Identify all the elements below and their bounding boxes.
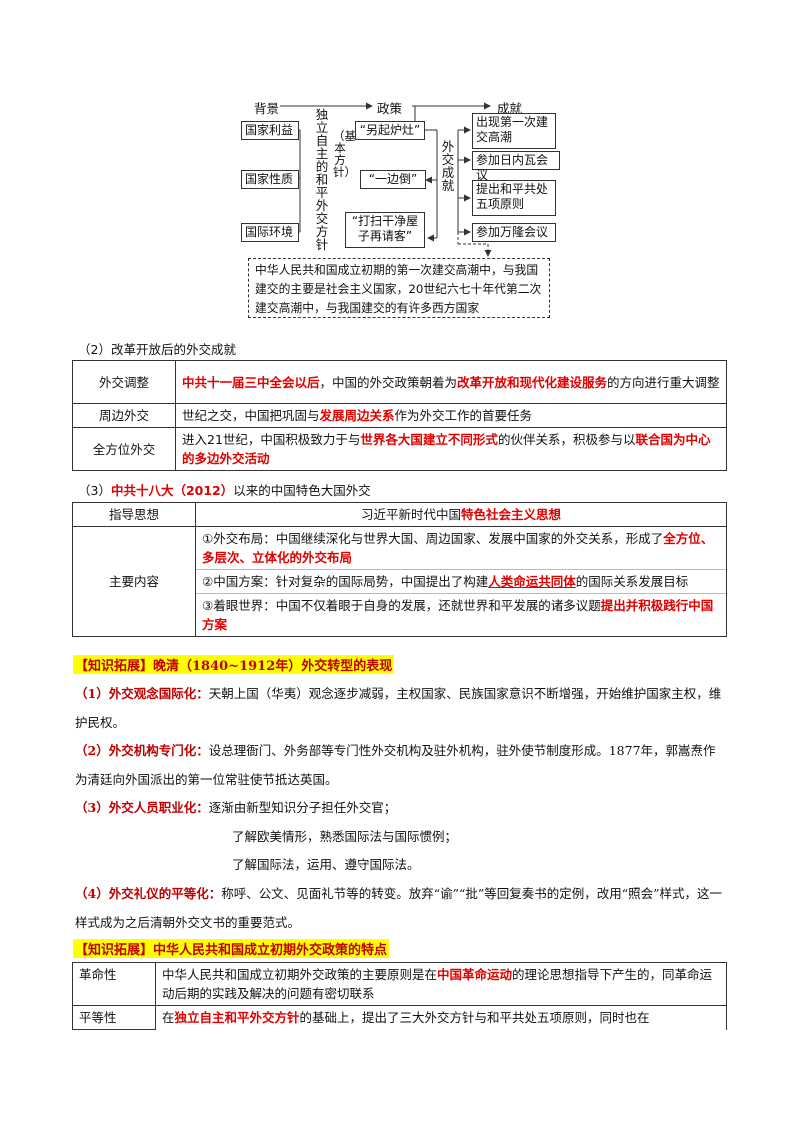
achieve-item: 参加日内瓦会议 (472, 151, 560, 182)
content-item: ②中国方案：针对复杂的国际局势，中国提出了构建人类命运共同体的国际关系发展目标 (196, 570, 726, 594)
text: 的国际关系发展目标 (575, 574, 689, 589)
highlight: 独立自主和平外交方针 (174, 1010, 300, 1026)
ext1-paragraph-2: （2）外交机构专门化：设总理衙门、外务部等专门性外交机构及驻外机构，驻外使节制度… (75, 736, 725, 794)
policy-item: “另起炉灶” (355, 121, 425, 140)
text: 的基础上，提出了三大外交方针与和平共处五项原则，同时也在 (299, 1010, 650, 1026)
ext1-paragraph-1: （1）外交观念国际化：天朝上国（华夷）观念逐步减弱，主权国家、民族国家意识不断增… (75, 679, 725, 737)
row-label: 主要内容 (72, 526, 196, 637)
major-power-diplomacy-table: 指导思想 习近平新时代中国特色社会主义思想 主要内容 ①外交布局：中国继续深化与… (72, 502, 727, 637)
para-label: （2）外交机构专门化： (75, 743, 209, 758)
header-achievement: 成就 (497, 101, 523, 116)
text: 的理论思想指导下产生的，同革命运动后期的实践及解决的问题有密切联系 (162, 967, 713, 1001)
section2-title: （2）改革开放后的外交成就 (78, 342, 236, 357)
para-label: （4）外交礼仪的平等化： (75, 886, 222, 901)
row-content: 中华人民共和国成立初期外交政策的主要原则是在中国革命运动的理论思想指导下产生的，… (155, 962, 727, 1006)
highlight: 世界各大国建立不同形式 (360, 432, 498, 447)
row-content: ①外交布局：中国继续深化与世界大国、周边国家、发展中国家的外交关系，形成了全方位… (195, 526, 727, 637)
row-label: 周边外交 (72, 403, 176, 428)
extension-heading: 【知识拓展】中华人民共和国成立初期外交政策的特点 (73, 939, 390, 958)
extension-heading: 【知识拓展】晚清（1840~1912年）外交转型的表现 (73, 655, 395, 674)
achieve-item: 参加万隆会议 (472, 223, 556, 242)
diagram-note: 中华人民共和国成立初期的第一次建交高潮中，与我国建交的主要是社会主义国家，20世… (248, 258, 550, 318)
achieve-item: 出现第一次建交高潮 (472, 113, 556, 149)
bg-item: 国家利益 (241, 121, 299, 140)
reform-diplomacy-table: 外交调整 中共十一届三中全会以后，中国的外交政策朝着为改革开放和现代化建设服务的… (72, 360, 727, 471)
text: 作为外交工作的首要任务 (394, 408, 533, 423)
header-background: 背景 (254, 101, 280, 116)
row-content: 在独立自主和平外交方针的基础上，提出了三大外交方针与和平共处五项原则，同时也在 (155, 1005, 727, 1030)
text: 世纪之交，中国把巩固与 (182, 408, 320, 423)
highlight: 特色社会主义思想 (461, 507, 562, 522)
text: 在 (162, 1010, 175, 1026)
row-content: 进入21世纪，中国积极致力于与世界各大国建立不同形式的伙伴关系，积极参与以联合国… (175, 427, 727, 471)
highlight: 人类命运共同体 (488, 574, 576, 589)
row-label: 外交调整 (72, 360, 176, 404)
content-item: ③着眼世界：中国不仅着眼于自身的发展，还就世界和平发展的诸多议题提出并积极践行中… (196, 594, 726, 636)
para-text: 设总理衙门、外务部等专门性外交机构及驻外机构，驻外使节制度形成。1877年，郭嵩… (75, 743, 716, 787)
highlight: 中共十一届三中全会以后 (182, 374, 320, 390)
highlight: 发展周边关系 (319, 408, 395, 423)
table-row: 主要内容 ①外交布局：中国继续深化与世界大国、周边国家、发展中国家的外交关系，形… (72, 526, 727, 637)
table-row: 指导思想 习近平新时代中国特色社会主义思想 (72, 502, 727, 527)
text: ①外交布局：中国继续深化与世界大国、周边国家、发展中国家的外交关系，形成了 (202, 531, 664, 546)
header-policy: 政策 (377, 101, 403, 116)
row-content: 世纪之交，中国把巩固与发展周边关系作为外交工作的首要任务 (175, 403, 727, 428)
ext1-paragraph-3: （3）外交人员职业化：逐渐由新型知识分子担任外交官； (75, 793, 725, 822)
para-text: 天朝上国（华夷）观念逐步减弱，主权国家、民族国家意识不断增强，开始维护国家主权，… (75, 686, 722, 730)
policy-main-vertical: 独立自主的和平外交方针 (315, 107, 329, 252)
row-label: 全方位外交 (72, 427, 176, 471)
policy-item: “打扫干净屋子再请客” (345, 212, 425, 248)
bg-item: 国家性质 (241, 170, 299, 189)
table-row: 革命性 中华人民共和国成立初期外交政策的主要原则是在中国革命运动的理论思想指导下… (72, 962, 727, 1006)
achieve-item: 提出和平共处五项原则 (472, 180, 556, 216)
early-prc-policy-table: 革命性 中华人民共和国成立初期外交政策的主要原则是在中国革命运动的理论思想指导下… (72, 962, 727, 1030)
text: 的伙伴关系，积极参与以 (497, 432, 636, 447)
table-row: 平等性 在独立自主和平外交方针的基础上，提出了三大外交方针与和平共处五项原则，同… (72, 1005, 727, 1030)
para-text: 称呼、公文、见面礼节等的转变。放弃“谕”“批”等回复奏书的定例，改用“照会”样式… (75, 886, 723, 930)
section3-title: （3）中共十八大（2012）以来的中国特色大国外交 (78, 480, 371, 499)
text: ，中国的外交政策朝着为 (319, 374, 458, 390)
row-label: 革命性 (72, 962, 156, 1006)
text: ②中国方案：针对复杂的国际局势，中国提出了构建 (202, 574, 489, 589)
policy-sub-vertical: （基本方针） (333, 129, 356, 179)
row-label: 平等性 (72, 1005, 156, 1030)
text: 中华人民共和国成立初期外交政策的主要原则是在 (162, 967, 438, 982)
text: 以来的中国特色大国外交 (233, 483, 371, 498)
highlight: 改革开放和现代化建设服务 (457, 374, 608, 390)
text: 进入21世纪，中国积极致力于与 (182, 432, 361, 447)
para-label: （3）外交人员职业化： (75, 800, 209, 815)
table-row: 全方位外交 进入21世纪，中国积极致力于与世界各大国建立不同形式的伙伴关系，积极… (72, 427, 727, 471)
para-label: （1）外交观念国际化： (75, 686, 209, 701)
text: ③着眼世界：中国不仅着眼于自身的发展，还就世界和平发展的诸多议题 (202, 598, 601, 613)
ext1-paragraph-3-line-2: 了解欧美情形，熟悉国际法与国际惯例； (232, 829, 458, 844)
row-label: 指导思想 (72, 502, 196, 527)
text: 的方向进行重大调整 (607, 374, 720, 390)
highlight: 全方位、多层次、立体化的外交布局 (202, 531, 714, 565)
ext1-paragraph-3-line-3: 了解国际法，运用、遵守国际法。 (232, 857, 420, 872)
highlight: 中国革命运动 (437, 967, 513, 982)
para-text: 逐渐由新型知识分子担任外交官； (208, 800, 397, 815)
achieve-label-vertical: 外交成就 (441, 139, 455, 193)
highlight: 中共十八大（2012） (110, 483, 234, 498)
highlight: 提出并积极践行中国方案 (202, 598, 714, 632)
table-row: 周边外交 世纪之交，中国把巩固与发展周边关系作为外交工作的首要任务 (72, 403, 727, 428)
row-content: 中共十一届三中全会以后，中国的外交政策朝着为改革开放和现代化建设服务的方向进行重… (175, 360, 727, 404)
text: 习近平新时代中国 (360, 507, 461, 522)
row-content: 习近平新时代中国特色社会主义思想 (195, 502, 727, 527)
policy-item: “一边倒” (360, 170, 426, 189)
ext1-paragraph-4: （4）外交礼仪的平等化：称呼、公文、见面礼节等的转变。放弃“谕”“批”等回复奏书… (75, 879, 725, 937)
content-item: ①外交布局：中国继续深化与世界大国、周边国家、发展中国家的外交关系，形成了全方位… (196, 527, 726, 570)
text: （3） (78, 483, 111, 498)
bg-item: 国际环境 (241, 223, 299, 242)
highlight: 联合国为中心的多边外交活动 (182, 432, 711, 466)
table-row: 外交调整 中共十一届三中全会以后，中国的外交政策朝着为改革开放和现代化建设服务的… (72, 360, 727, 404)
